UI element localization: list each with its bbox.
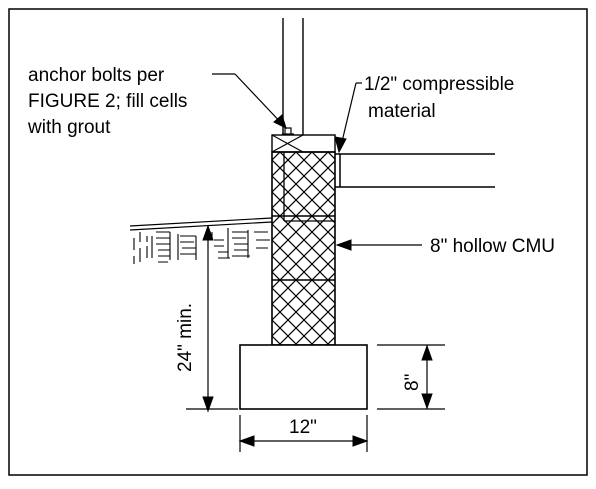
compressible-leader: [334, 82, 362, 154]
stud-wall: [282, 18, 304, 135]
concrete-footing: [239, 344, 368, 410]
footing-width-label: 12": [289, 417, 317, 438]
drawing-border: [8, 8, 588, 476]
soil-hatching: [129, 217, 273, 264]
footing-height-dimension: [377, 344, 445, 410]
anchor-label-line3: with grout: [27, 117, 111, 138]
anchor-label-line1: anchor bolts per: [28, 65, 165, 86]
cmu-wall: [271, 151, 336, 346]
cmu-label: 8" hollow CMU: [430, 236, 555, 257]
anchor-label-line2: FIGURE 2; fill cells: [28, 91, 187, 112]
cmu-leader: [335, 239, 422, 251]
compressible-label-line1: 1/2" compressible: [364, 74, 514, 95]
footing-height-label: 8": [402, 374, 423, 391]
depth-dimension: [186, 224, 238, 413]
depth-label: 24" min.: [175, 303, 196, 372]
compressible-label-line2: material: [368, 101, 436, 122]
anchor-bolt: [282, 127, 294, 136]
footing-width-dimension: [238, 415, 369, 452]
anchor-bolt-leader: [212, 73, 287, 129]
sill-plate: [271, 134, 336, 153]
floor-slab: [335, 153, 495, 188]
